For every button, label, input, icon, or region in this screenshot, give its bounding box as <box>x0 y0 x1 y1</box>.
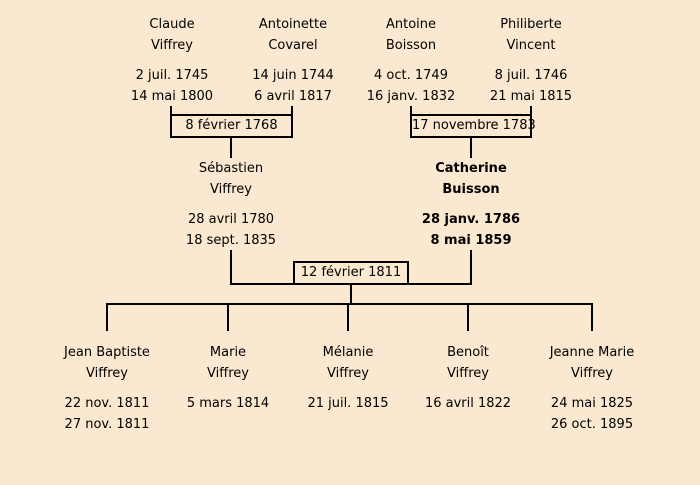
person-catherine-buisson: Catherine Buisson 28 janv. 1786 8 mai 18… <box>401 158 541 251</box>
death-date: 14 mai 1800 <box>130 89 214 104</box>
person-last-name: Covarel <box>268 38 318 53</box>
birth-date: 28 avril 1780 <box>187 212 275 227</box>
birth-date: 8 juil. 1746 <box>494 68 568 83</box>
person-first-name: Jean Baptiste <box>64 345 150 360</box>
person-first-name: Catherine <box>435 161 507 176</box>
connector-line <box>350 285 352 305</box>
birth-date: 2 juil. 1745 <box>135 68 209 83</box>
birth-date: 24 mai 1825 <box>550 396 634 411</box>
person-sebastien-viffrey: Sébastien Viffrey 28 avril 1780 18 sept.… <box>161 158 301 251</box>
connector-line <box>591 305 593 331</box>
person-first-name: Mélanie <box>322 345 374 360</box>
death-date: 8 mai 1859 <box>430 233 512 248</box>
connector-line <box>410 106 412 116</box>
person-melanie-viffrey: Mélanie Viffrey 21 juil. 1815 <box>278 342 418 414</box>
marriage-box-3: 12 février 1811 <box>293 261 409 285</box>
person-first-name: Benoît <box>447 345 489 360</box>
person-first-name: Jeanne Marie <box>549 345 635 360</box>
connector-line <box>470 250 472 285</box>
person-last-name: Boisson <box>385 38 437 53</box>
death-date: 21 mai 1815 <box>489 89 573 104</box>
person-first-name: Philiberte <box>500 17 562 32</box>
person-last-name: Viffrey <box>447 366 489 381</box>
children-rail <box>106 303 593 305</box>
marriage-box-2: 17 novembre 1783 <box>410 114 536 138</box>
death-date: 18 sept. 1835 <box>185 233 277 248</box>
birth-date: 5 mars 1814 <box>186 396 270 411</box>
person-jean-baptiste-viffrey: Jean Baptiste Viffrey 22 nov. 1811 27 no… <box>37 342 177 435</box>
death-date: 6 avril 1817 <box>254 89 332 104</box>
person-first-name: Claude <box>149 17 195 32</box>
person-marie-viffrey: Marie Viffrey 5 mars 1814 <box>158 342 298 414</box>
death-date: 26 oct. 1895 <box>550 417 634 432</box>
person-last-name: Viffrey <box>571 366 613 381</box>
person-last-name: Buisson <box>442 182 500 197</box>
death-date: 16 janv. 1832 <box>366 89 456 104</box>
connector-line <box>227 305 229 331</box>
birth-date: 16 avril 1822 <box>424 396 512 411</box>
connector-line <box>230 250 232 285</box>
connector-line <box>230 138 232 158</box>
person-philiberte-vincent: Philiberte Vincent 8 juil. 1746 21 mai 1… <box>461 14 601 107</box>
marriage-date: 17 novembre 1783 <box>412 118 536 133</box>
person-last-name: Vincent <box>506 38 556 53</box>
connector-line <box>106 305 108 331</box>
death-date: 27 nov. 1811 <box>64 417 150 432</box>
birth-date: 21 juil. 1815 <box>307 396 389 411</box>
person-jeanne-marie-viffrey: Jeanne Marie Viffrey 24 mai 1825 26 oct.… <box>522 342 662 435</box>
birth-date: 22 nov. 1811 <box>64 396 150 411</box>
connector-line <box>470 138 472 158</box>
marriage-date: 8 février 1768 <box>185 118 278 133</box>
person-antoine-boisson: Antoine Boisson 4 oct. 1749 16 janv. 183… <box>341 14 481 107</box>
connector-line <box>347 305 349 331</box>
person-first-name: Sébastien <box>198 161 264 176</box>
connector-line <box>291 106 293 116</box>
person-first-name: Marie <box>209 345 247 360</box>
person-last-name: Viffrey <box>327 366 369 381</box>
birth-date: 14 juin 1744 <box>252 68 334 83</box>
birth-date: 4 oct. 1749 <box>374 68 448 83</box>
person-benoit-viffrey: Benoît Viffrey 16 avril 1822 <box>398 342 538 414</box>
person-first-name: Antoinette <box>258 17 328 32</box>
person-last-name: Viffrey <box>207 366 249 381</box>
marriage-date: 12 février 1811 <box>300 265 402 280</box>
connector-line <box>467 305 469 331</box>
person-claude-viffrey: Claude Viffrey 2 juil. 1745 14 mai 1800 <box>102 14 242 107</box>
birth-date: 28 janv. 1786 <box>421 212 521 227</box>
person-last-name: Viffrey <box>86 366 128 381</box>
connector-line <box>530 106 532 116</box>
person-last-name: Viffrey <box>210 182 252 197</box>
person-last-name: Viffrey <box>151 38 193 53</box>
person-first-name: Antoine <box>385 17 437 32</box>
marriage-box-1: 8 février 1768 <box>170 114 293 138</box>
person-antoinette-covarel: Antoinette Covarel 14 juin 1744 6 avril … <box>223 14 363 107</box>
connector-line <box>170 106 172 116</box>
